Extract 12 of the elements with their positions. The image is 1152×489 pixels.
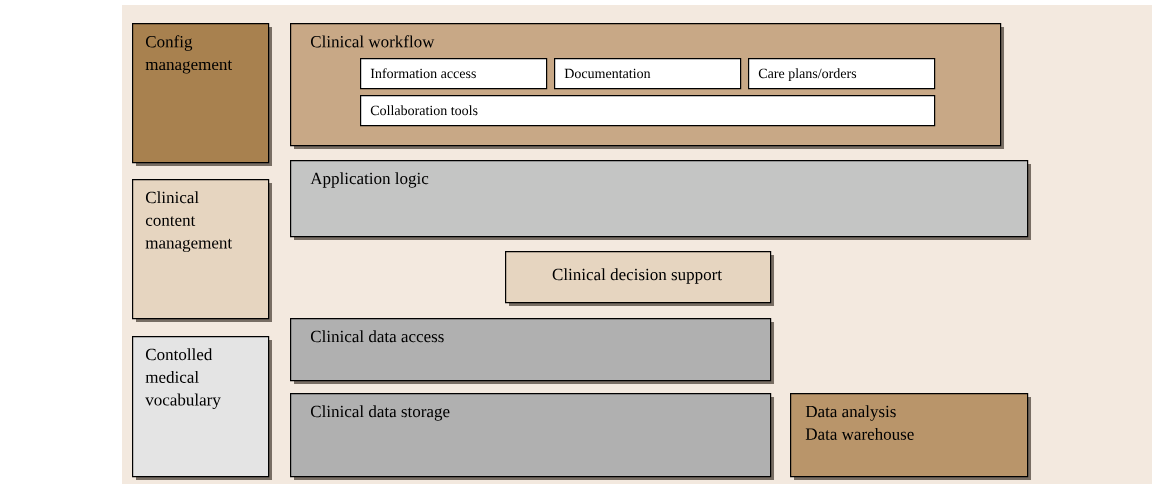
- function-box: Care plans/orders: [748, 58, 936, 90]
- function-box: Documentation: [554, 58, 742, 90]
- module-box: Contolled medical vocabulary: [132, 336, 272, 480]
- function-box: Information access: [360, 58, 548, 90]
- layer-box: Clinical decision support: [505, 251, 774, 306]
- layer-box: Clinical data access: [290, 318, 774, 384]
- module-box: Config management: [132, 23, 272, 166]
- function-box: Collaboration tools: [360, 95, 936, 127]
- layer-box: Application logic: [290, 160, 1031, 240]
- layer-box: Clinical data storage: [290, 393, 774, 480]
- layer-box: Data analysis Data warehouse: [790, 393, 1031, 480]
- module-box: Clinical content management: [132, 179, 272, 322]
